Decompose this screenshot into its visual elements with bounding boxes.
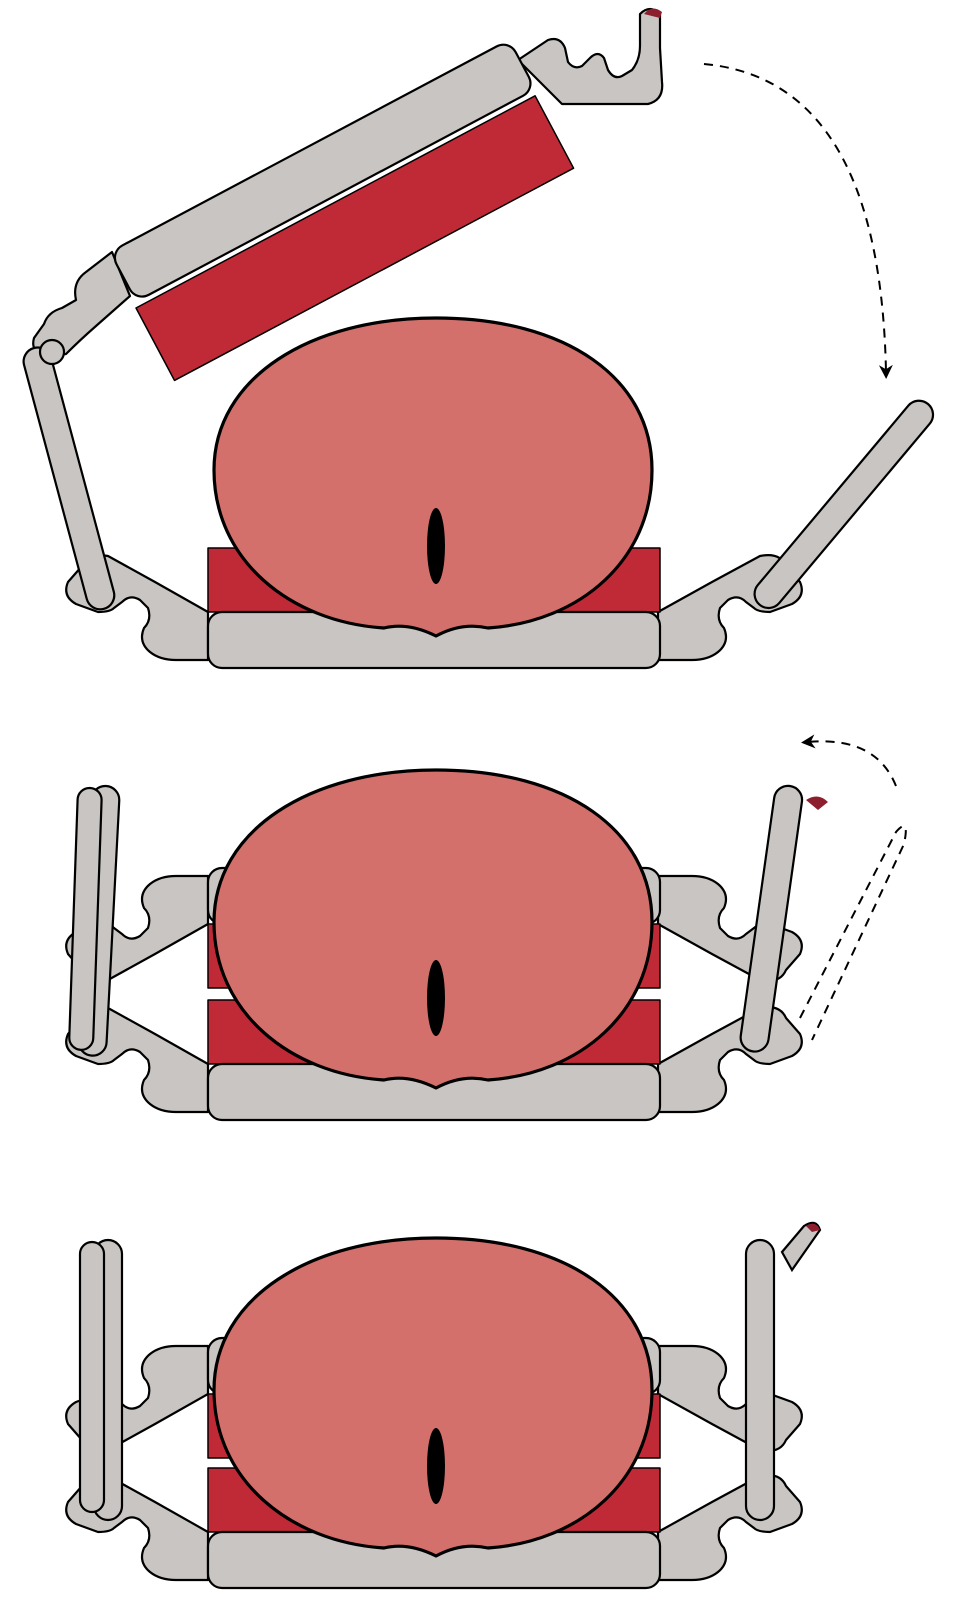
tissue-sample [212,768,654,1090]
latch-tip-marker [806,796,828,810]
lid-bracket-left [32,250,132,358]
swing-down-arrow [703,63,893,379]
left-hinge-rod [22,346,116,611]
stage-open [22,7,935,670]
rotate-up-arrow [801,734,897,787]
latch-tip-marker [806,1223,820,1232]
stage-closed [65,1221,822,1590]
left-hinge-rod-outer [68,786,103,1051]
stage-closing [65,734,907,1122]
right-latch-rod [739,784,804,1053]
tissue-sample [212,316,654,638]
lid-pad [135,95,575,382]
lid-tip-marker [644,8,662,18]
tissue-sample [212,1236,654,1558]
left-hinge-rod-outer [78,1240,106,1514]
right-latch-rod [744,1238,776,1522]
lid-plate [113,43,532,298]
latch-ghost-outline [799,825,907,1041]
top-clamp-lid [32,7,664,382]
lid-bracket-right [516,7,664,106]
right-latch-rod [753,399,935,610]
